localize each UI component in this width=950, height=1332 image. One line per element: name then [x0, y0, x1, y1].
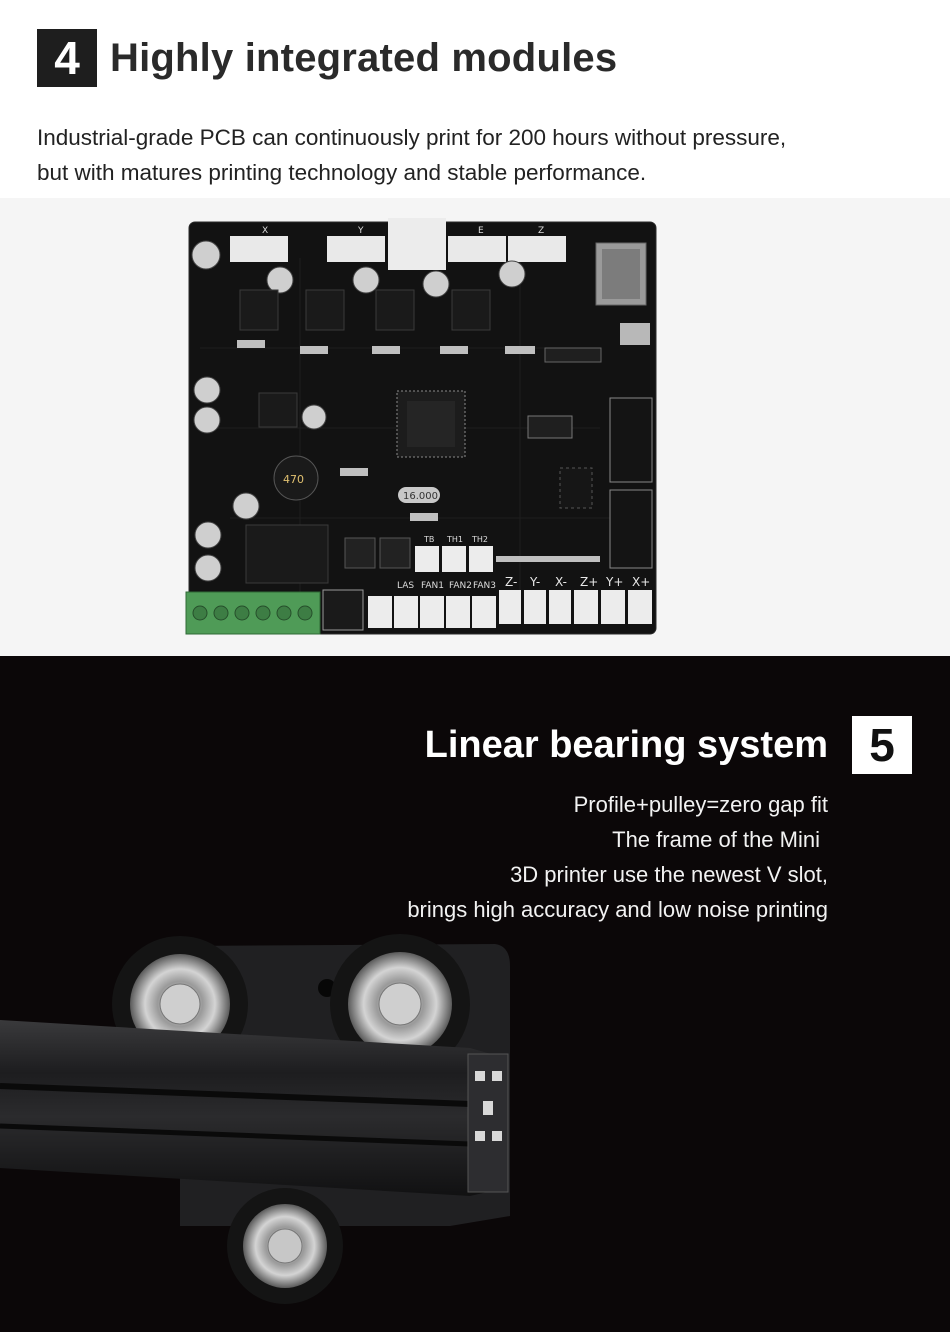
label-z-minus: Z- [505, 575, 517, 589]
inductor-label: 470 [283, 473, 304, 486]
label-fan2: FAN2 [449, 581, 472, 591]
label-y-minus: Y- [529, 575, 540, 589]
description-line-1: Industrial-grade PCB can continuously pr… [37, 125, 787, 150]
upper-wheel-right [330, 934, 470, 1074]
description-line-2: The frame of the Mini [612, 827, 820, 852]
section-5-header: Linear bearing system 5 [425, 716, 912, 774]
section-title: Linear bearing system [424, 723, 828, 766]
section-number-badge: 4 [37, 29, 97, 87]
description-line-3: 3D printer use the newest V slot, [510, 862, 828, 887]
label-tb: TB [423, 535, 434, 544]
label-z-plus: Z+ [580, 575, 598, 589]
lower-wheel [227, 1188, 343, 1304]
description-line-1: Profile+pulley=zero gap fit [573, 792, 828, 817]
crystal-label: 16.000 [403, 491, 438, 502]
section-number-badge: 5 [852, 716, 912, 774]
description-line-4: brings high accuracy and low noise print… [407, 897, 828, 922]
label-x-plus: X+ [632, 575, 650, 589]
label-y-plus: Y+ [605, 575, 623, 589]
label-z: Z [538, 226, 544, 236]
section-description: Profile+pulley=zero gap fit The frame of… [407, 787, 828, 927]
label-x-minus: X- [555, 575, 567, 589]
label-fan3: FAN3 [473, 581, 496, 591]
label-y: Y [357, 226, 364, 236]
pcb-board-image: X Y E Z 470 16.000 [185, 218, 657, 635]
linear-bearing-image [0, 934, 510, 1304]
description-line-2: but with matures printing technology and… [37, 160, 647, 185]
label-th2: TH2 [471, 535, 488, 544]
label-th1: TH1 [446, 535, 463, 544]
section-title: Highly integrated modules [110, 35, 618, 80]
top-connectors [230, 218, 566, 270]
label-x: X [262, 226, 268, 236]
section-description: Industrial-grade PCB can continuously pr… [37, 120, 917, 190]
label-las: LAS [397, 581, 414, 591]
label-e: E [478, 226, 484, 236]
section-5: Linear bearing system 5 Profile+pulley=z… [0, 656, 950, 1332]
label-fan1: FAN1 [421, 581, 444, 591]
section-4-header: 4 Highly integrated modules [37, 29, 617, 87]
